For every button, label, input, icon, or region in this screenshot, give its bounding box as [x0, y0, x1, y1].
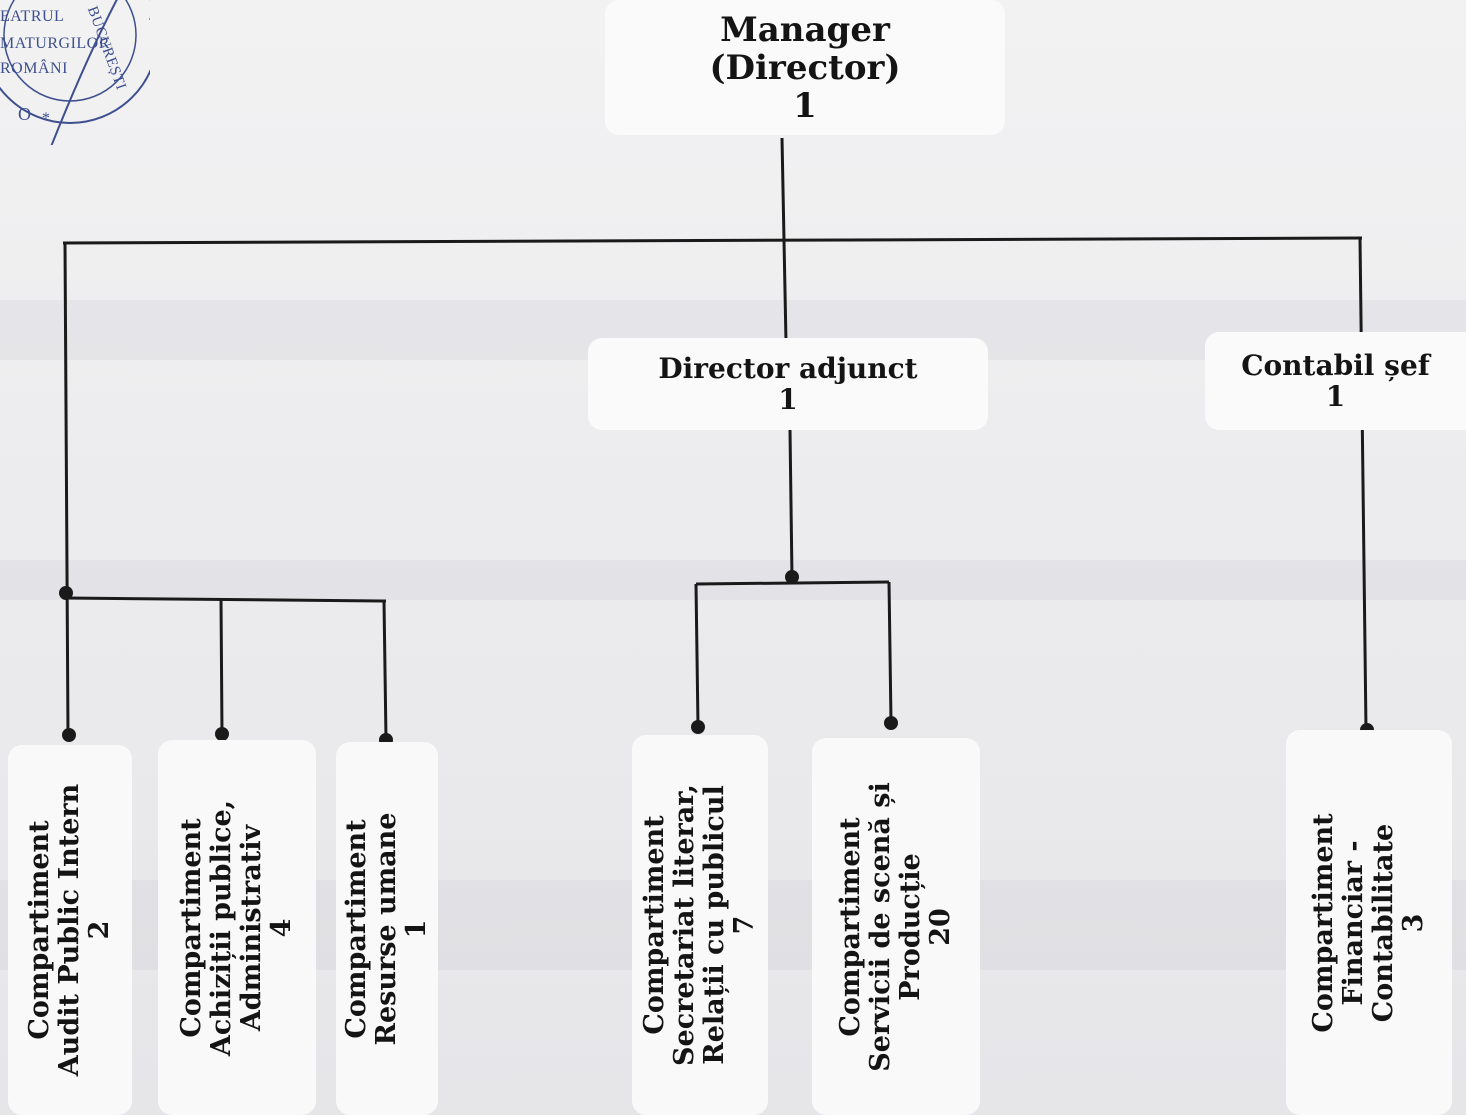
connector-dot: [691, 720, 705, 734]
connector-dot: [62, 728, 76, 742]
compartment-financiar-line-3: Contabilitate: [1368, 823, 1399, 1022]
compartment-financiar-count: 3: [1398, 913, 1429, 932]
compartment-servicii-count: 20: [925, 907, 956, 946]
compartment-audit-line-1: Compartiment: [24, 820, 55, 1040]
chief-accountant-count: 1: [1325, 380, 1346, 413]
chief-accountant-title: Contabil șef: [1241, 349, 1430, 382]
compartment-secretariat: Compartiment Secretariat literar, Relați…: [632, 735, 768, 1115]
compartment-servicii-line-2: Servicii de scenă și: [865, 781, 896, 1072]
deputy-director-box: Director adjunct 1: [588, 338, 988, 430]
compartment-audit-label: Compartiment Audit Public Intern 2: [24, 783, 115, 1077]
connector-secretariat: [694, 583, 700, 727]
connector-dot: [884, 716, 898, 730]
compartment-secretariat-line-2: Secretariat literar,: [669, 784, 700, 1066]
stamp-line-2: MATURGILOR: [0, 35, 110, 52]
connector-right-drop: [1358, 237, 1368, 731]
compartment-financiar-label: Compartiment Financiar - Contabilitate 3: [1308, 812, 1429, 1033]
compartment-servicii-line-1: Compartiment: [835, 816, 866, 1037]
compartment-secretariat-count: 7: [729, 915, 760, 935]
compartment-servicii-label: Compartiment Servicii de scenă și Produc…: [835, 781, 956, 1072]
compartment-servicii-line-3: Producție: [895, 852, 926, 1001]
connector-deputy-drop: [788, 429, 794, 579]
deputy-count: 1: [778, 383, 798, 416]
compartment-resurse-line-2: Resurse umane: [371, 812, 402, 1045]
compartment-audit-count: 2: [84, 920, 115, 940]
connector-servicii: [887, 581, 893, 723]
manager-title-line-2: (Director): [709, 47, 901, 88]
manager-title-line-1: Manager: [720, 9, 890, 50]
manager-box: Manager (Director) 1: [605, 0, 1005, 135]
connector-left-drop: [63, 242, 70, 736]
compartment-audit: Compartiment Audit Public Intern 2: [8, 745, 132, 1115]
connector-achizitii: [219, 598, 224, 734]
connector-dot: [59, 586, 73, 600]
compartment-servicii: Compartiment Servicii de scenă și Produc…: [812, 738, 980, 1115]
svg-text:O: O: [18, 104, 31, 124]
connector-left-subbus: [65, 596, 387, 603]
compartment-achizitii-line-2: Achiziții publice,: [206, 799, 237, 1056]
connector-dot: [785, 570, 799, 584]
stamp-line-1: EATRUL: [0, 8, 65, 25]
compartment-financiar-line-1: Compartiment: [1308, 812, 1339, 1033]
manager-count: 1: [793, 85, 817, 126]
compartment-achizitii-label: Compartiment Achiziții publice, Administ…: [176, 799, 297, 1056]
connector-main-bus: [62, 236, 1363, 245]
compartment-resurse-count: 1: [401, 919, 432, 938]
compartment-resurse: Compartiment Resurse umane 1: [336, 742, 438, 1115]
compartment-resurse-line-1: Compartiment: [341, 818, 372, 1039]
svg-text:*: *: [42, 110, 50, 127]
compartment-achizitii-line-1: Compartiment: [176, 817, 207, 1038]
deputy-title: Director adjunct: [658, 352, 918, 385]
compartment-financiar: Compartiment Financiar - Contabilitate 3: [1286, 730, 1452, 1115]
compartment-resurse-label: Compartiment Resurse umane 1: [341, 812, 432, 1045]
compartment-achizitii: Compartiment Achiziții publice, Administ…: [158, 740, 316, 1115]
stamp-seal-icon: O *: [0, 0, 150, 145]
compartment-secretariat-line-3: Relații cu publicul: [699, 785, 730, 1065]
compartment-achizitii-line-3: Administrativ: [236, 824, 267, 1031]
compartment-financiar-line-2: Financiar -: [1338, 839, 1369, 1006]
compartment-secretariat-label: Compartiment Secretariat literar, Relați…: [639, 784, 760, 1066]
stamp-line-3: ROMÂNI: [0, 60, 68, 77]
connector-resurse: [382, 600, 388, 740]
compartment-audit-line-2: Audit Public Intern: [54, 783, 85, 1077]
compartment-achizitii-count: 4: [266, 918, 297, 937]
chief-accountant-box: Contabil șef 1: [1205, 332, 1466, 430]
compartment-secretariat-line-1: Compartiment: [639, 815, 670, 1035]
connector-dot: [215, 727, 229, 741]
